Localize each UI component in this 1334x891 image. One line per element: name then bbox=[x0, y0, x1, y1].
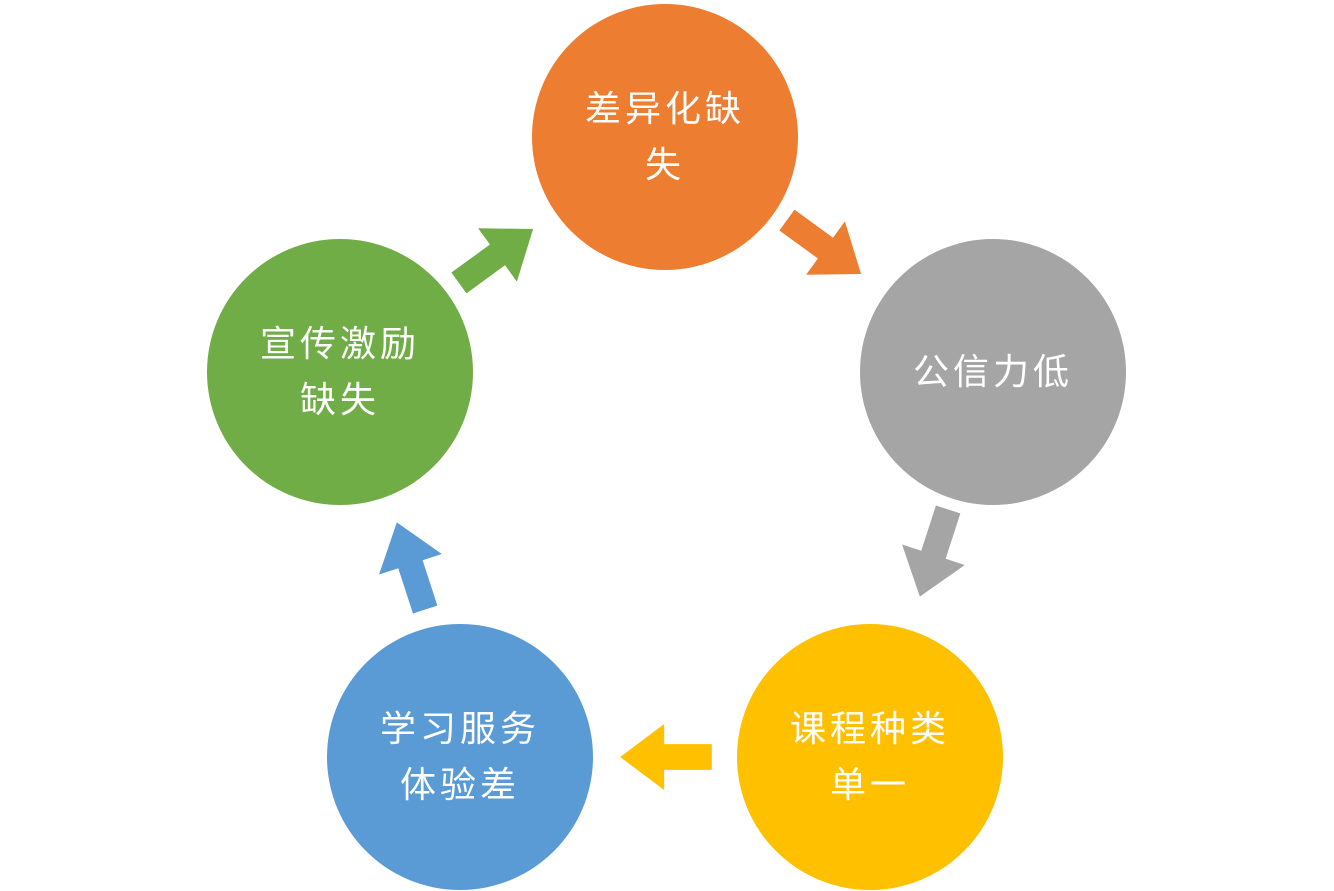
cycle-arrow-icon-left-to-top bbox=[451, 228, 534, 294]
arrow-shape bbox=[902, 505, 965, 597]
node-label-line: 失 bbox=[644, 144, 685, 185]
node-label-line: 差异化缺 bbox=[584, 88, 745, 130]
cycle-node-bottom-left: 学习服务 体验差 bbox=[327, 624, 593, 890]
node-label-line: 宣传激励 bbox=[259, 323, 420, 365]
node-label: 宣传激励 缺失 bbox=[260, 316, 420, 428]
arrow-shape bbox=[379, 522, 442, 614]
node-label-line: 缺失 bbox=[299, 379, 380, 420]
cycle-node-right: 公信力低 bbox=[860, 239, 1126, 505]
node-label-line: 单一 bbox=[829, 764, 910, 805]
node-label: 学习服务 体验差 bbox=[380, 701, 540, 813]
cycle-arrow-icon-top-to-right bbox=[779, 209, 862, 275]
node-label-line: 课程种类 bbox=[789, 708, 950, 750]
node-label: 公信力低 bbox=[913, 344, 1073, 400]
node-label: 课程种类 单一 bbox=[790, 701, 950, 813]
cycle-node-left: 宣传激励 缺失 bbox=[207, 239, 473, 505]
arrow-shape bbox=[620, 724, 712, 790]
cycle-node-bottom-right: 课程种类 单一 bbox=[737, 624, 1003, 890]
arrow-shape bbox=[451, 228, 534, 294]
node-label-line: 体验差 bbox=[399, 764, 520, 805]
cycle-arrow-icon-right-to-bottom-right bbox=[902, 505, 965, 597]
node-label-line: 学习服务 bbox=[379, 708, 540, 750]
cycle-node-top: 差异化缺 失 bbox=[532, 4, 798, 270]
arrow-shape bbox=[779, 209, 862, 275]
cycle-arrow-icon-bottom-right-to-bottom-left bbox=[620, 724, 712, 790]
cycle-arrow-icon-bottom-left-to-left bbox=[379, 522, 442, 614]
node-label-line: 公信力低 bbox=[912, 351, 1073, 393]
node-label: 差异化缺 失 bbox=[585, 81, 745, 193]
